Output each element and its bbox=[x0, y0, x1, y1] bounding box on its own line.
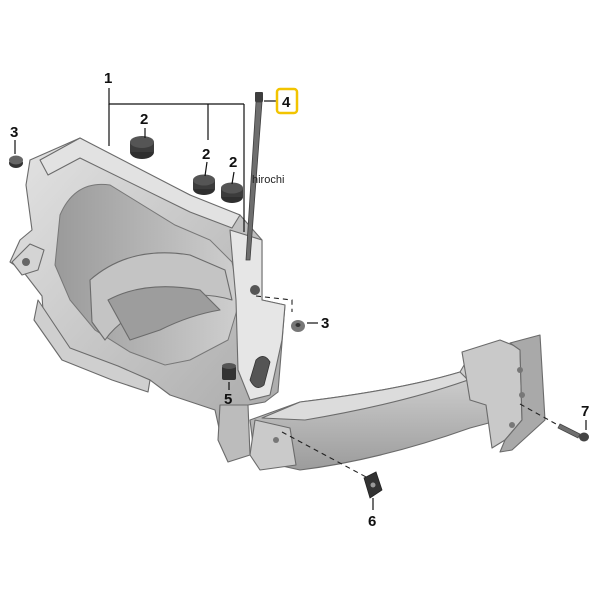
nut-right bbox=[291, 320, 305, 332]
callout-6: 6 bbox=[368, 513, 376, 530]
mount-hole bbox=[519, 392, 525, 398]
watermark-text: hirochi bbox=[252, 174, 284, 186]
callout-2: 2 bbox=[202, 146, 210, 163]
grommet bbox=[193, 174, 215, 195]
mount-hole bbox=[517, 367, 523, 373]
callout-4-highlight-box bbox=[275, 87, 299, 115]
callout-5: 5 bbox=[224, 391, 232, 408]
callout-7: 7 bbox=[581, 403, 589, 420]
rubber-buffer bbox=[222, 363, 236, 380]
mount-hole bbox=[509, 422, 515, 428]
grommet bbox=[130, 136, 154, 159]
frame-duct-shadow bbox=[107, 286, 221, 341]
screw bbox=[557, 423, 589, 442]
callout-2: 2 bbox=[229, 154, 237, 171]
headlight-carrier-frame bbox=[9, 137, 546, 471]
frame-arm-top-face bbox=[261, 371, 469, 421]
lug-hole bbox=[22, 258, 30, 266]
grommet bbox=[221, 182, 243, 203]
callouts: 1 2 2 2 3 3 4 5 6 7 bbox=[10, 70, 589, 530]
pivot-hole bbox=[250, 285, 260, 295]
long-bolt bbox=[245, 92, 263, 261]
callout-2: 2 bbox=[140, 111, 148, 128]
junction-plate bbox=[249, 419, 297, 471]
frame-center-post bbox=[229, 229, 286, 401]
center-slot bbox=[249, 356, 271, 388]
leader-lines bbox=[14, 88, 587, 510]
junction-hole bbox=[273, 437, 279, 443]
callout-3: 3 bbox=[321, 315, 329, 332]
lower-bracket-tab bbox=[217, 404, 251, 463]
clip-nut bbox=[363, 471, 383, 499]
rubber-grommets bbox=[130, 136, 243, 203]
callout-4: 4 bbox=[282, 94, 291, 111]
frame-lower-left-leg bbox=[33, 299, 151, 393]
callout-3: 3 bbox=[10, 124, 18, 141]
frame-top-crossbar bbox=[39, 137, 241, 229]
nut-left bbox=[9, 155, 23, 168]
callout-1: 1 bbox=[104, 70, 112, 87]
